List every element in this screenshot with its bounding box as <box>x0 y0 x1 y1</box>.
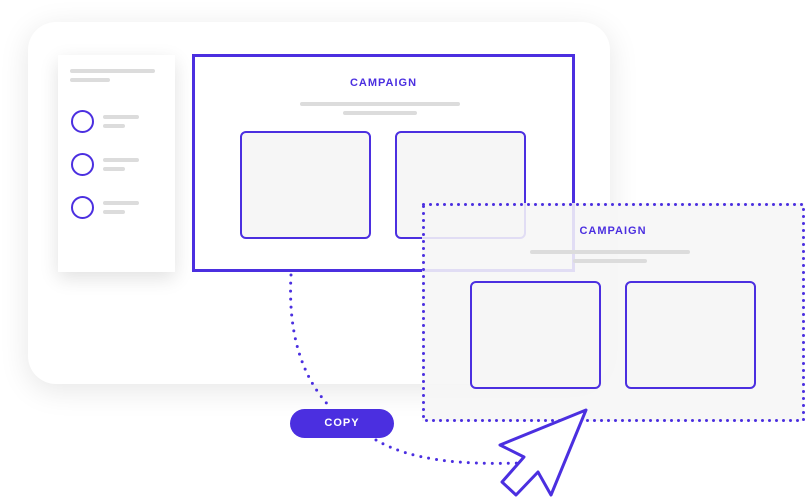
placeholder-line <box>530 250 690 254</box>
sidebar-item-icon[interactable] <box>71 153 94 176</box>
campaign-copy-title: CAMPAIGN <box>579 225 647 237</box>
sidebar-item-icon[interactable] <box>71 196 94 219</box>
sidebar-item-icon[interactable] <box>71 110 94 133</box>
dotted-path <box>374 438 522 465</box>
placeholder-line <box>103 124 125 128</box>
placeholder-line <box>103 158 139 162</box>
placeholder-line <box>103 201 139 205</box>
campaign-copy-frame[interactable]: CAMPAIGN <box>422 203 804 421</box>
content-block <box>240 131 371 239</box>
placeholder-line <box>300 102 460 106</box>
placeholder-line <box>70 78 110 82</box>
cursor-icon <box>498 408 588 497</box>
sidebar <box>58 55 175 272</box>
placeholder-line <box>573 259 647 263</box>
placeholder-line <box>343 111 417 115</box>
campaign-frame[interactable]: CAMPAIGN <box>192 54 575 272</box>
content-block <box>625 281 756 389</box>
placeholder-line <box>70 69 155 73</box>
placeholder-line <box>103 115 139 119</box>
dotted-selection-border <box>422 203 805 422</box>
placeholder-line <box>103 210 125 214</box>
copy-button[interactable]: COPY <box>290 409 394 438</box>
dotted-path <box>289 273 332 409</box>
placeholder-line <box>103 167 125 171</box>
campaign-title: CAMPAIGN <box>349 77 418 89</box>
content-block <box>470 281 601 389</box>
